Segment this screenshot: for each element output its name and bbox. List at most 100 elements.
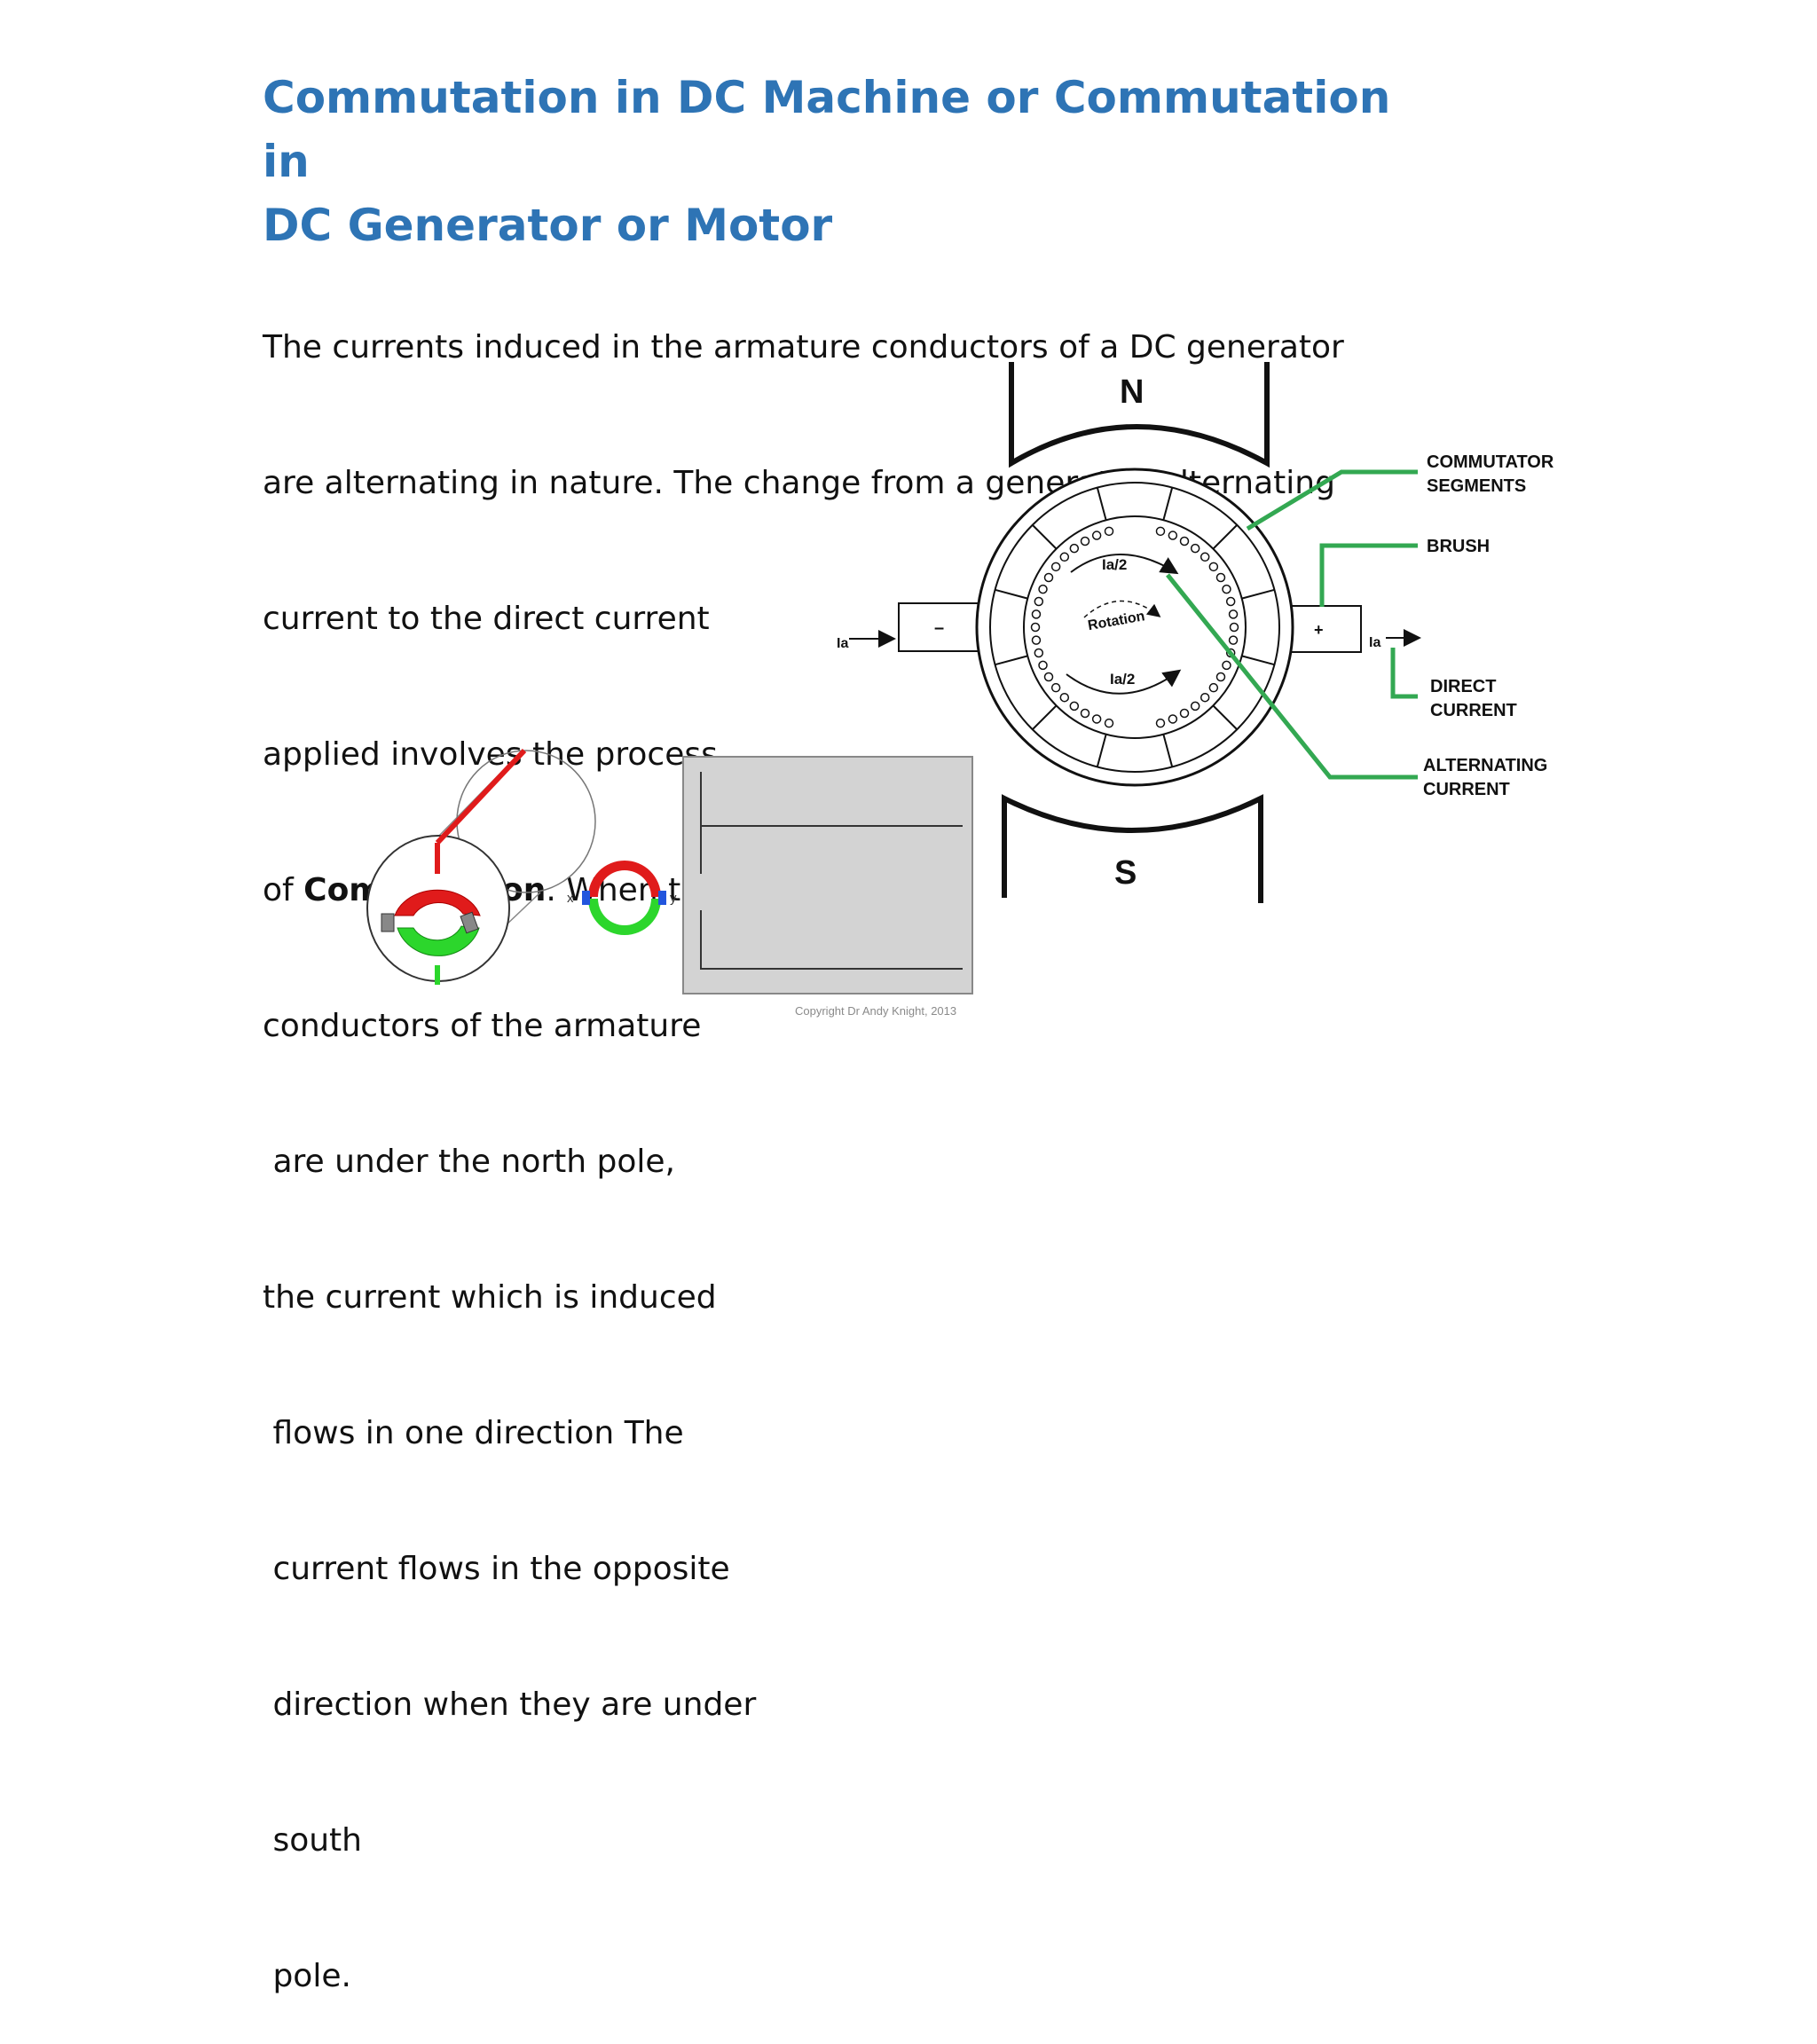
small-brush-y <box>658 891 666 905</box>
brush-y-label: y <box>670 891 677 906</box>
lower-current-arrow <box>1066 669 1182 695</box>
coil-loop <box>1043 572 1054 583</box>
coil-loop <box>1228 635 1239 645</box>
direct-current-label: CURRENT <box>1430 701 1517 720</box>
coil-loop <box>1038 660 1048 671</box>
body-line: current flows in the opposite <box>263 1551 730 1587</box>
coil-loop <box>1179 536 1190 546</box>
coil-loop <box>1080 536 1090 546</box>
south-pole <box>1002 794 1263 903</box>
alternating-current-callout-line <box>1166 573 1418 780</box>
coil-loop <box>1155 526 1166 537</box>
body-text-fragment: of <box>263 872 304 908</box>
coil-loop <box>1215 672 1226 682</box>
small-commutator <box>582 861 666 935</box>
coil-loop <box>1190 701 1200 711</box>
red-conductor <box>435 748 527 845</box>
coil-loop <box>1043 672 1054 682</box>
segment-divider <box>1032 704 1058 730</box>
body-line: flows in one direction The <box>263 1415 684 1451</box>
body-line: south <box>263 1822 362 1859</box>
coil-loop <box>1225 596 1236 607</box>
input-current-label: Ia <box>837 636 848 651</box>
waveform-axes <box>700 772 963 970</box>
coil-loop <box>1034 596 1044 607</box>
small-red-half <box>588 861 661 897</box>
rotation-arrow <box>1083 600 1161 618</box>
slide-title-line-2: DC Generator or Motor <box>263 200 833 251</box>
coil-loop <box>1050 682 1061 693</box>
coil-loop <box>1168 531 1178 540</box>
coil-loop <box>1069 701 1080 711</box>
armature-coils <box>1030 526 1239 728</box>
coil-loop <box>1222 584 1231 594</box>
armature <box>975 468 1294 787</box>
body-line: the current which is induced <box>263 1279 717 1316</box>
upper-current-arrow <box>1070 554 1179 575</box>
negative-brush <box>898 602 988 652</box>
north-pole-label: N <box>1120 373 1144 411</box>
green-commutator-half <box>397 925 480 956</box>
body-line: current to the direct current <box>263 601 710 637</box>
coil-loop <box>1059 692 1070 703</box>
direct-current-label: DIRECT <box>1430 677 1496 696</box>
brush-label: BRUSH <box>1427 537 1490 556</box>
alternating-current-label: CURRENT <box>1423 780 1510 799</box>
armature-3d-illustration <box>366 748 596 985</box>
waveform-panel <box>682 756 973 994</box>
coil-loop <box>1091 714 1102 724</box>
positive-brush <box>1285 605 1362 653</box>
segment-divider <box>1212 524 1238 550</box>
slide-title-line-1: Commutation in DC Machine or Commutation… <box>263 72 1391 187</box>
segment-divider <box>1162 734 1174 767</box>
negative-brush-sign: – <box>934 618 944 638</box>
alternating-current-label: ALTERNATING <box>1423 756 1547 775</box>
coil-loop <box>1104 718 1114 728</box>
commutator-segments-label: COMMUTATOR <box>1427 452 1554 472</box>
lower-half-current-label: Ia/2 <box>1110 671 1135 688</box>
commutation-diagram: N S – + Ia Ia Ia/2 Ia/2 Rotation COMMUTA… <box>366 362 1554 994</box>
south-pole-label: S <box>1114 854 1137 892</box>
coil-loop <box>1200 552 1210 562</box>
coil-loop <box>1031 609 1042 619</box>
body-line: pole. <box>263 1958 351 1994</box>
commutator-callout-line <box>1246 469 1418 531</box>
segment-divider <box>1096 734 1107 767</box>
body-line: direction when they are under <box>263 1686 757 1723</box>
coil-loop <box>1208 682 1219 693</box>
right-brush <box>460 911 479 934</box>
brush-callout-line <box>1319 543 1418 607</box>
coil-loop <box>1200 692 1210 703</box>
commutator-segments <box>995 487 1275 767</box>
slide-title: Commutation in DC Machine or Commutation… <box>263 66 1416 257</box>
segment-divider <box>1212 704 1238 730</box>
coil-loop <box>1080 708 1090 719</box>
coil-loop <box>1168 714 1178 724</box>
brush-x-label: x <box>567 891 574 906</box>
body-line: are under the north pole, <box>263 1144 675 1180</box>
coil-loop <box>1069 543 1080 554</box>
segment-divider <box>1241 588 1275 600</box>
left-brush <box>381 913 395 932</box>
output-current-label: Ia <box>1369 635 1380 650</box>
small-brush-x <box>582 891 590 905</box>
coil-loop <box>1050 562 1061 572</box>
coil-loop <box>1190 543 1200 554</box>
coil-loop <box>1034 648 1044 658</box>
coil-loop <box>1228 609 1239 619</box>
coil-loop <box>1091 531 1102 540</box>
coil-loop <box>1104 526 1114 537</box>
segment-divider <box>1096 487 1107 521</box>
coil-loop <box>1030 622 1041 633</box>
coil-loop <box>1215 572 1226 583</box>
coil-loop <box>1155 718 1166 728</box>
segment-divider <box>995 588 1028 600</box>
commutator-ring <box>1023 515 1247 739</box>
coil-loop <box>1179 708 1190 719</box>
coil-loop <box>1038 584 1048 594</box>
segment-divider <box>1162 487 1174 521</box>
coil-loop <box>1059 552 1070 562</box>
segment-divider <box>1032 524 1058 550</box>
armature-inner-ring <box>989 482 1280 773</box>
upper-half-current-label: Ia/2 <box>1102 556 1127 573</box>
